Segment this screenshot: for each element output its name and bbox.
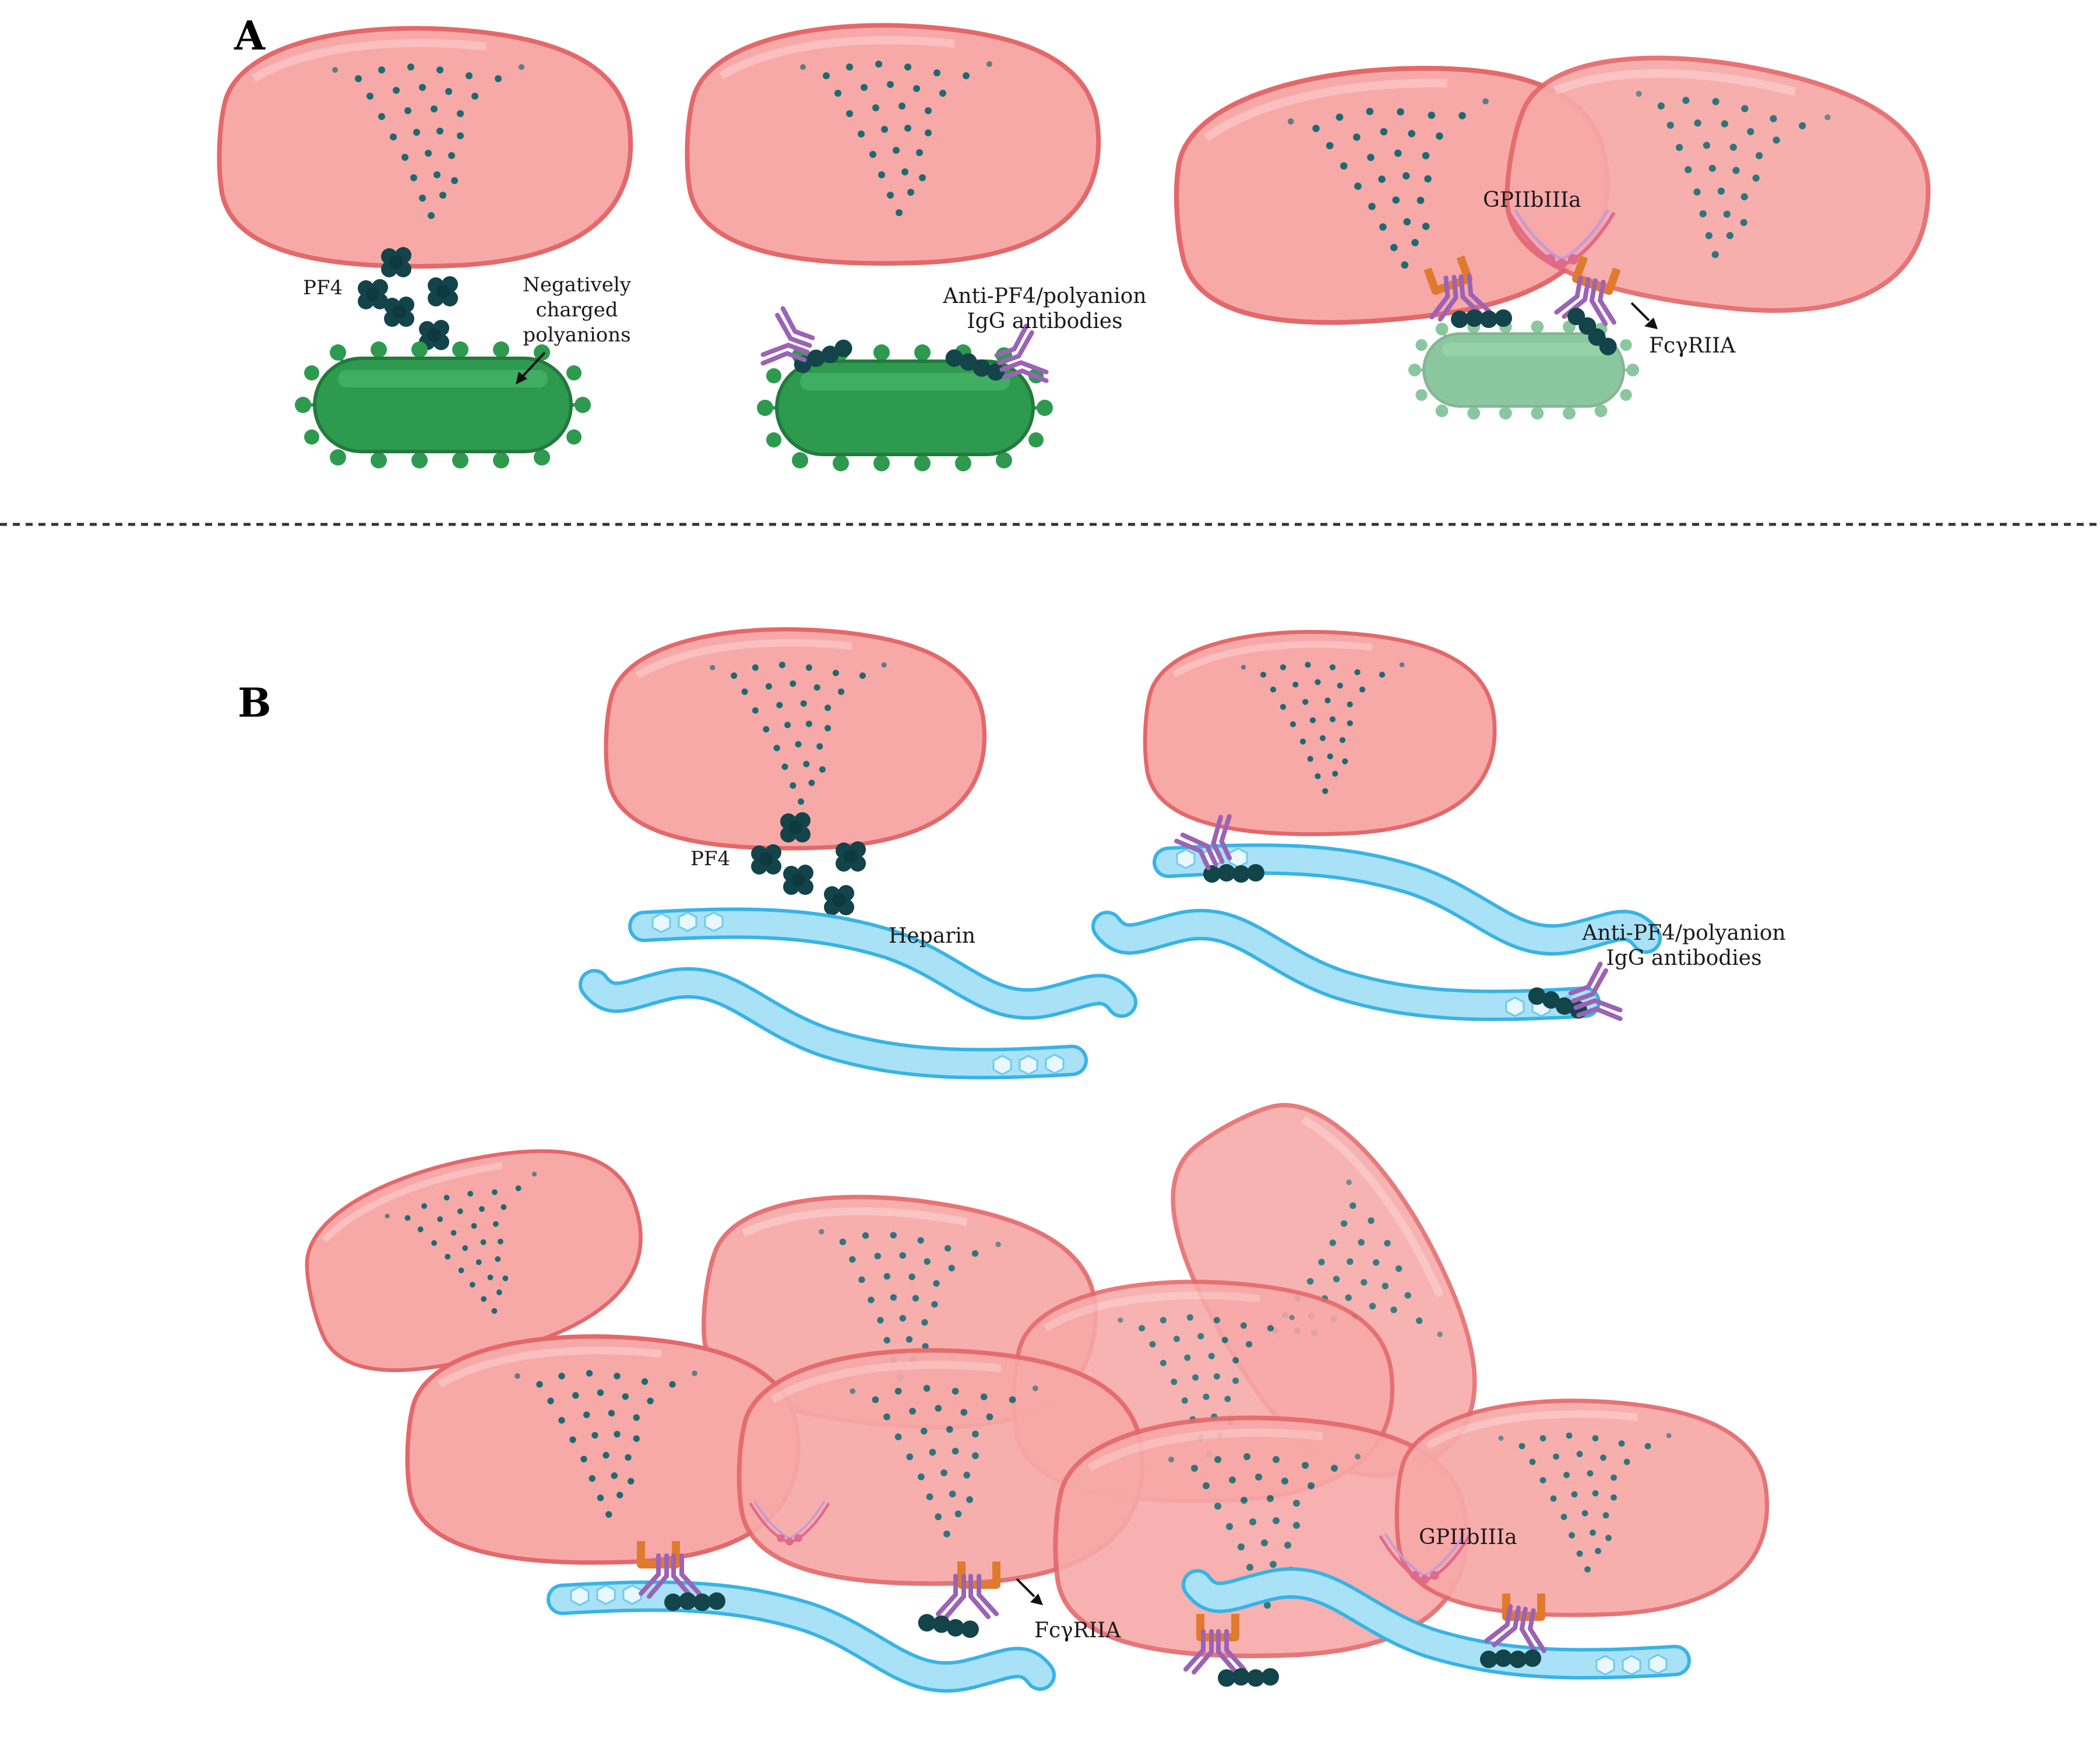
label-polyanions-line1: Negatively xyxy=(523,273,632,297)
pf4-chain-b3-3 xyxy=(1218,1668,1279,1687)
label-fcg-a: FcγRIIA xyxy=(1649,334,1736,358)
label-polyanions: Negatively charged polyanions xyxy=(523,273,632,347)
label-antibodies-b-line2: IgG antibodies xyxy=(1606,946,1761,970)
label-pf4-a1: PF4 xyxy=(303,276,343,299)
arrow-fcg-a xyxy=(1630,302,1650,322)
label-fcg-b: FcγRIIA xyxy=(1034,1619,1121,1642)
arrowhead-polyanions xyxy=(516,372,527,385)
label-polyanions-line3: polyanions xyxy=(523,323,630,347)
arrowhead-fcg-a xyxy=(1644,318,1658,329)
label-polyanions-line2: charged xyxy=(535,298,618,322)
platelet-a1 xyxy=(219,29,630,266)
label-gpiib-a: GPIIbIIIa xyxy=(1483,188,1581,212)
panel-label-b: B xyxy=(238,680,271,727)
arrow-polyanions xyxy=(520,351,546,379)
label-gpiib-b: GPIIbIIIa xyxy=(1419,1525,1517,1549)
bacterium-a1 xyxy=(295,341,591,468)
arrow-fcg-b xyxy=(1016,1578,1035,1598)
label-antibodies-b-line1: Anti-PF4/polyanion xyxy=(1581,921,1785,945)
platelet-b1 xyxy=(606,629,984,848)
label-pf4-b: PF4 xyxy=(690,847,730,870)
label-antibodies-a-line2: IgG antibodies xyxy=(967,309,1122,333)
platelet-a3-right xyxy=(1494,36,1943,334)
platelet-b2 xyxy=(1145,632,1495,834)
panel-label-a: A xyxy=(234,13,266,59)
label-heparin: Heparin xyxy=(889,924,975,948)
label-antibodies-a-line1: Anti-PF4/polyanion xyxy=(942,284,1146,308)
platelet-a2 xyxy=(687,26,1098,263)
arrowhead-fcg-b xyxy=(1030,1594,1043,1605)
platelet-b3-right xyxy=(1397,1401,1767,1615)
